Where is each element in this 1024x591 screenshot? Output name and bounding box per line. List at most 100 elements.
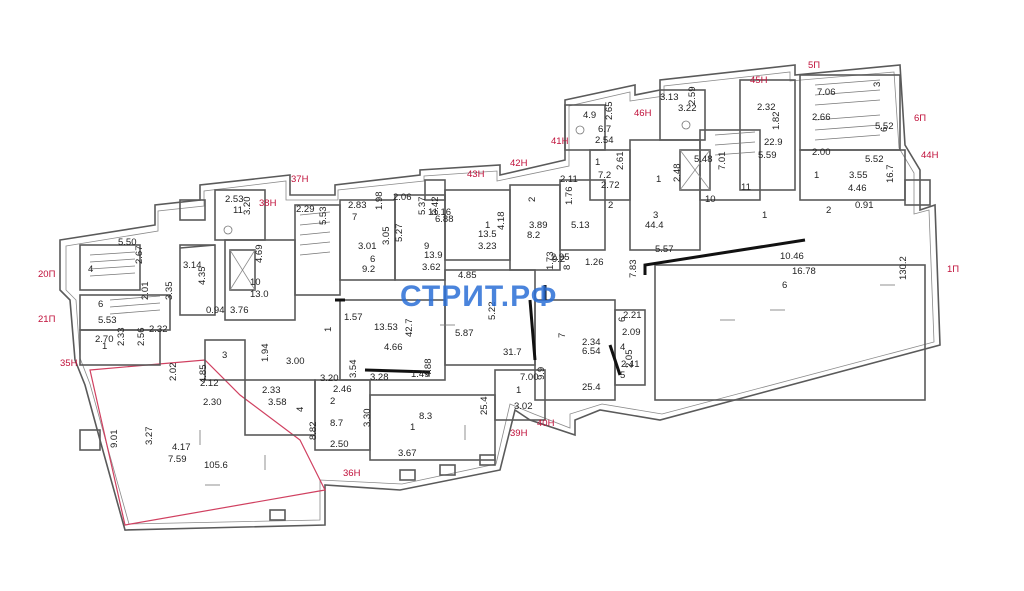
room-label: 11.16 xyxy=(428,207,451,218)
room-label: 3.27 xyxy=(144,427,155,446)
room-label: 4.69 xyxy=(254,245,265,264)
room-label: 6.54 xyxy=(582,346,601,357)
room-label: 3.13 xyxy=(660,92,679,103)
room-label: 5 xyxy=(620,370,625,381)
room-label: 13.0 xyxy=(250,289,269,300)
room-label: 10 xyxy=(250,277,261,288)
room-label: 2.46 xyxy=(333,384,352,395)
room-label: 9.9 xyxy=(536,367,547,380)
room-label: 5.53 xyxy=(98,315,117,326)
room-label: 16.78 xyxy=(792,266,816,277)
room-label: 2.53 xyxy=(225,194,244,205)
room-label: 1.26 xyxy=(585,257,604,268)
room-label: 11 xyxy=(233,205,243,216)
room-label: 1 xyxy=(595,157,600,168)
room-label: 3.55 xyxy=(849,170,868,181)
exterior-walls xyxy=(59,64,941,531)
room-label: 2 xyxy=(608,200,613,211)
interior-walls xyxy=(79,74,926,461)
room-label: 1.76 xyxy=(564,187,575,206)
unit-marker: 43Н xyxy=(467,169,485,180)
room-label: 31.7 xyxy=(503,347,522,358)
room-label: 3.89 xyxy=(529,220,548,231)
room-label: 3.00 xyxy=(286,356,305,367)
room-label: 3.23 xyxy=(478,241,497,252)
room-label: 2.12 xyxy=(200,378,219,389)
unit-marker: 40Н xyxy=(537,418,555,429)
unit-marker: 1П xyxy=(947,264,959,275)
room-label: 5.52 xyxy=(875,121,894,132)
room-label: 3.28 xyxy=(370,372,389,383)
room-label: 9 xyxy=(424,241,429,252)
room-label: 3.22 xyxy=(678,103,697,114)
room-label: 5.48 xyxy=(694,154,713,165)
room-label: 1 xyxy=(656,174,661,185)
room-label: 4.85 xyxy=(458,270,477,281)
unit-marker: 37Н xyxy=(291,174,309,185)
room-label: 44.4 xyxy=(645,220,664,231)
room-label: 1.82 xyxy=(771,112,782,131)
room-label: 4.9 xyxy=(583,110,596,121)
room-label: 2.61 xyxy=(615,152,626,171)
room-label: 7.06 xyxy=(817,87,836,98)
unit-marker: 6П xyxy=(914,113,926,124)
room-label: 2.59 xyxy=(687,87,698,106)
room-label: 9.2 xyxy=(362,264,375,275)
stairs xyxy=(89,79,881,315)
room-label: 1 xyxy=(410,422,415,433)
room-label: 4.85 xyxy=(198,365,209,384)
room-label: 2.32 xyxy=(757,102,776,113)
room-label: 4.17 xyxy=(172,442,191,453)
room-label: 5.13 xyxy=(571,220,590,231)
room-label: 2.34 xyxy=(582,337,601,348)
room-label: 5.52 xyxy=(865,154,884,165)
room-label: 2.66 xyxy=(812,112,831,123)
room-label: 7 xyxy=(557,333,568,338)
room-label: 8.82 xyxy=(308,422,319,441)
room-label: 5.22 xyxy=(487,302,498,321)
room-label: 7.83 xyxy=(628,260,639,279)
room-label: 4.46 xyxy=(848,183,867,194)
unit-marker: 21П xyxy=(38,314,56,325)
room-label: 0.91 xyxy=(855,200,874,211)
room-label: 4.35 xyxy=(197,267,208,286)
room-label: 1.98 xyxy=(374,192,385,211)
room-label: 2.00 xyxy=(812,147,831,158)
room-label: 4 xyxy=(620,342,625,353)
room-label: 2.11 xyxy=(560,174,578,185)
room-label: 3.20 xyxy=(242,197,253,216)
room-label: 9.2 xyxy=(552,254,565,265)
room-label: 2.83 xyxy=(348,200,367,211)
unit-marker: 44Н xyxy=(921,150,939,161)
room-label: 22.9 xyxy=(764,137,783,148)
unit-marker: 39Н xyxy=(510,428,528,439)
room-label: 8.3 xyxy=(419,411,432,422)
room-label: 3.58 xyxy=(268,397,287,408)
room-label: 4.66 xyxy=(384,342,403,353)
room-label: 3.54 xyxy=(348,360,359,379)
room-label: 1 xyxy=(762,210,767,221)
unit-marker: 36Н xyxy=(343,468,361,479)
room-label: 4 xyxy=(88,264,93,275)
room-label: 10 xyxy=(705,194,716,205)
room-label: 6.88 xyxy=(435,214,454,225)
room-label: 6 xyxy=(617,317,628,322)
room-label: 3.02 xyxy=(514,401,533,412)
room-label: 1 xyxy=(814,170,819,181)
room-label: 2.65 xyxy=(604,102,615,121)
room-label: 2.41 xyxy=(621,359,640,370)
room-label: 3 xyxy=(872,82,883,87)
room-label: 6 xyxy=(98,299,103,310)
room-label: 2.56 xyxy=(136,328,147,347)
room-label: 3.14 xyxy=(183,260,202,271)
room-label: 2.33 xyxy=(262,385,281,396)
room-label: 3 xyxy=(222,350,227,361)
room-label: 1 xyxy=(516,385,521,396)
room-label: 2.05 xyxy=(624,350,635,369)
unit-marker: 35Н xyxy=(60,358,78,369)
unit-marker: 41Н xyxy=(551,136,569,147)
room-label: 2 xyxy=(330,396,335,407)
room-label: 2 xyxy=(826,205,831,216)
room-label: 8.7 xyxy=(330,418,343,429)
